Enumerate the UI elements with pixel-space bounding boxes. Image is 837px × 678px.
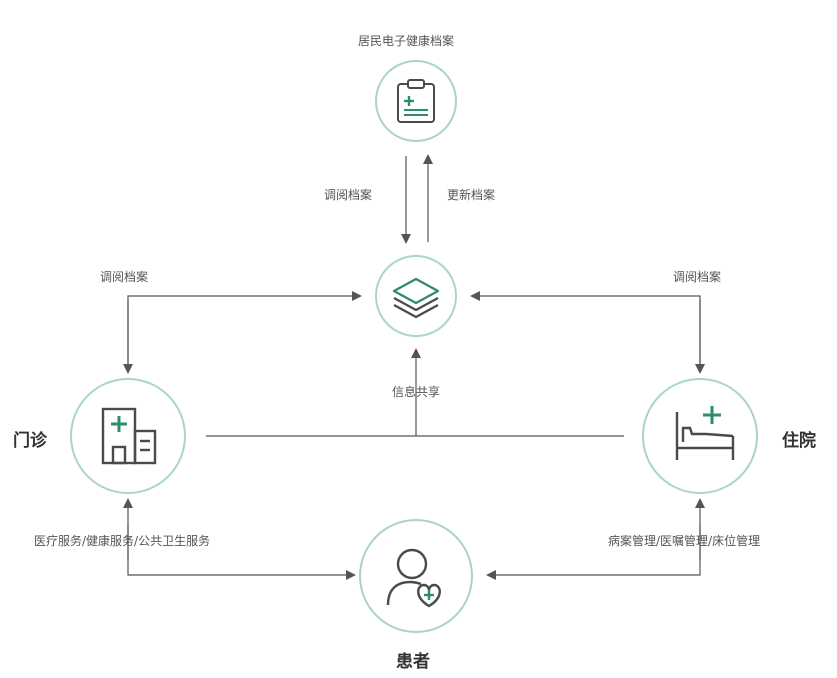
right-node — [642, 378, 758, 494]
edge-label-left-top: 调阅档案 — [100, 270, 149, 284]
left-node-label: 门诊 — [13, 431, 47, 451]
clipboard-plus-icon — [397, 79, 435, 123]
bottom-node-label: 患者 — [396, 652, 430, 672]
edge-label-left-bottom: 医疗服务/健康服务/公共卫生服务 — [34, 534, 211, 548]
top-node-label: 居民电子健康档案 — [358, 34, 455, 48]
right-node-label: 住院 — [782, 431, 816, 451]
hospital-bed-icon — [675, 406, 735, 460]
left-node — [70, 378, 186, 494]
center-node — [375, 255, 457, 337]
edge-left-top — [127, 291, 362, 365]
layers-icon — [392, 277, 440, 319]
edge-label-share: 信息共享 — [392, 385, 441, 399]
patient-heart-icon — [386, 548, 441, 608]
edge-label-top-down: 调阅档案 — [324, 188, 373, 202]
edge-label-right-top: 调阅档案 — [673, 270, 722, 284]
top-node — [375, 60, 457, 142]
edge-label-top-up: 更新档案 — [447, 188, 496, 202]
edge-right-top — [470, 291, 701, 365]
bottom-node — [359, 519, 473, 633]
edge-label-right-bottom: 病案管理/医嘱管理/床位管理 — [608, 534, 761, 548]
hospital-building-icon — [101, 407, 157, 465]
connectors — [123, 154, 705, 580]
